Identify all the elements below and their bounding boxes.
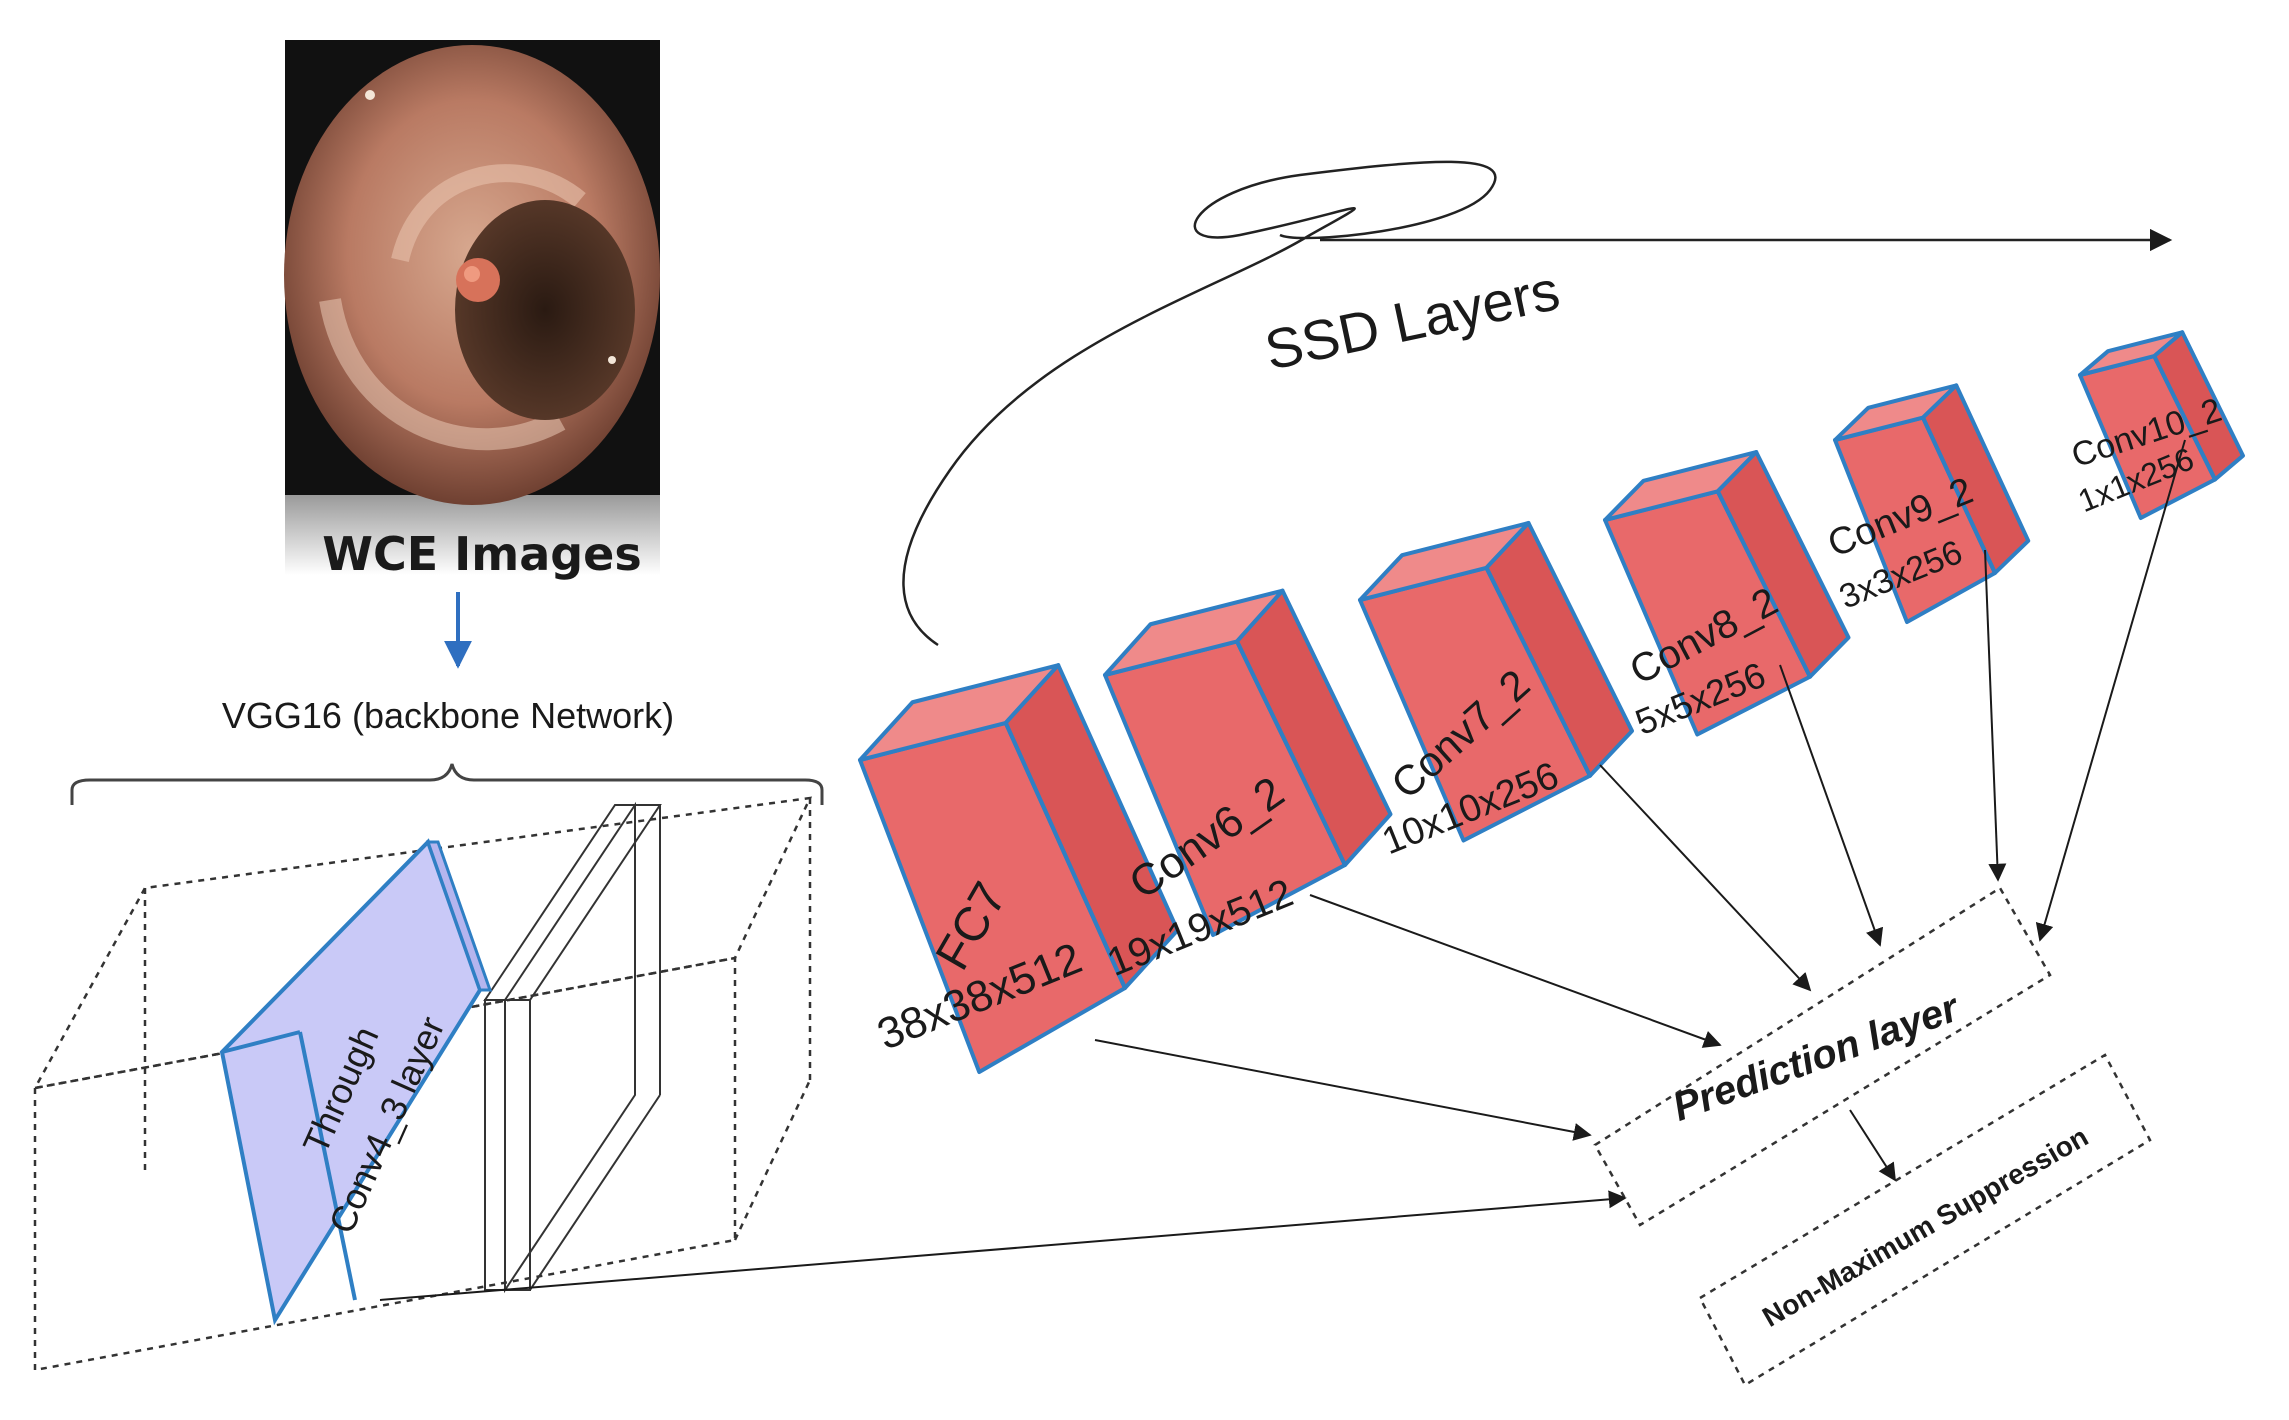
cube-edge [1003, 722, 1127, 989]
nms-box [1698, 1053, 2152, 1387]
backbone-brace [70, 763, 824, 805]
arrow-conv9-to-prediction [1984, 549, 2007, 882]
ssd-layer-cubes: FC738x38x512Conv6_219x19x512Conv7_210x10… [858, 330, 2245, 1074]
prediction-box [1593, 886, 2052, 1227]
backbone-slabs [483, 801, 662, 1294]
arrow-conv10-to-prediction [2035, 439, 2186, 942]
backbone-label: VGG16 (backbone Network) [222, 695, 674, 736]
backbone-block [32, 796, 813, 1372]
arrow-conv7-to-prediction [1599, 764, 1812, 992]
cube-edge [1921, 416, 1997, 574]
arrow-backbone-to-prediction [379, 1190, 1627, 1301]
ssd-connector-curve [902, 160, 2170, 647]
cube-edge [1484, 566, 1592, 777]
conv4-3-layer [219, 838, 493, 1326]
nms-label: Non-Maximum Suppression [1757, 1121, 2093, 1333]
wce-image [284, 40, 660, 575]
cube-edge [1715, 490, 1812, 678]
cube-edge [2152, 355, 2217, 481]
arrow-prediction-to-nms [1849, 1109, 1896, 1182]
cube-edge [1235, 640, 1347, 866]
arrow-conv6-to-prediction [1309, 894, 1722, 1048]
wce-images-title: WCE Images [322, 527, 642, 581]
prediction-label: Prediction layer [1667, 985, 1966, 1130]
arrows [379, 439, 2186, 1301]
arrow-conv8-to-prediction [1779, 664, 1884, 947]
arrow-fc7-to-prediction [1094, 1039, 1592, 1141]
ssd-layers-title: SSD Layers [1259, 258, 1564, 382]
